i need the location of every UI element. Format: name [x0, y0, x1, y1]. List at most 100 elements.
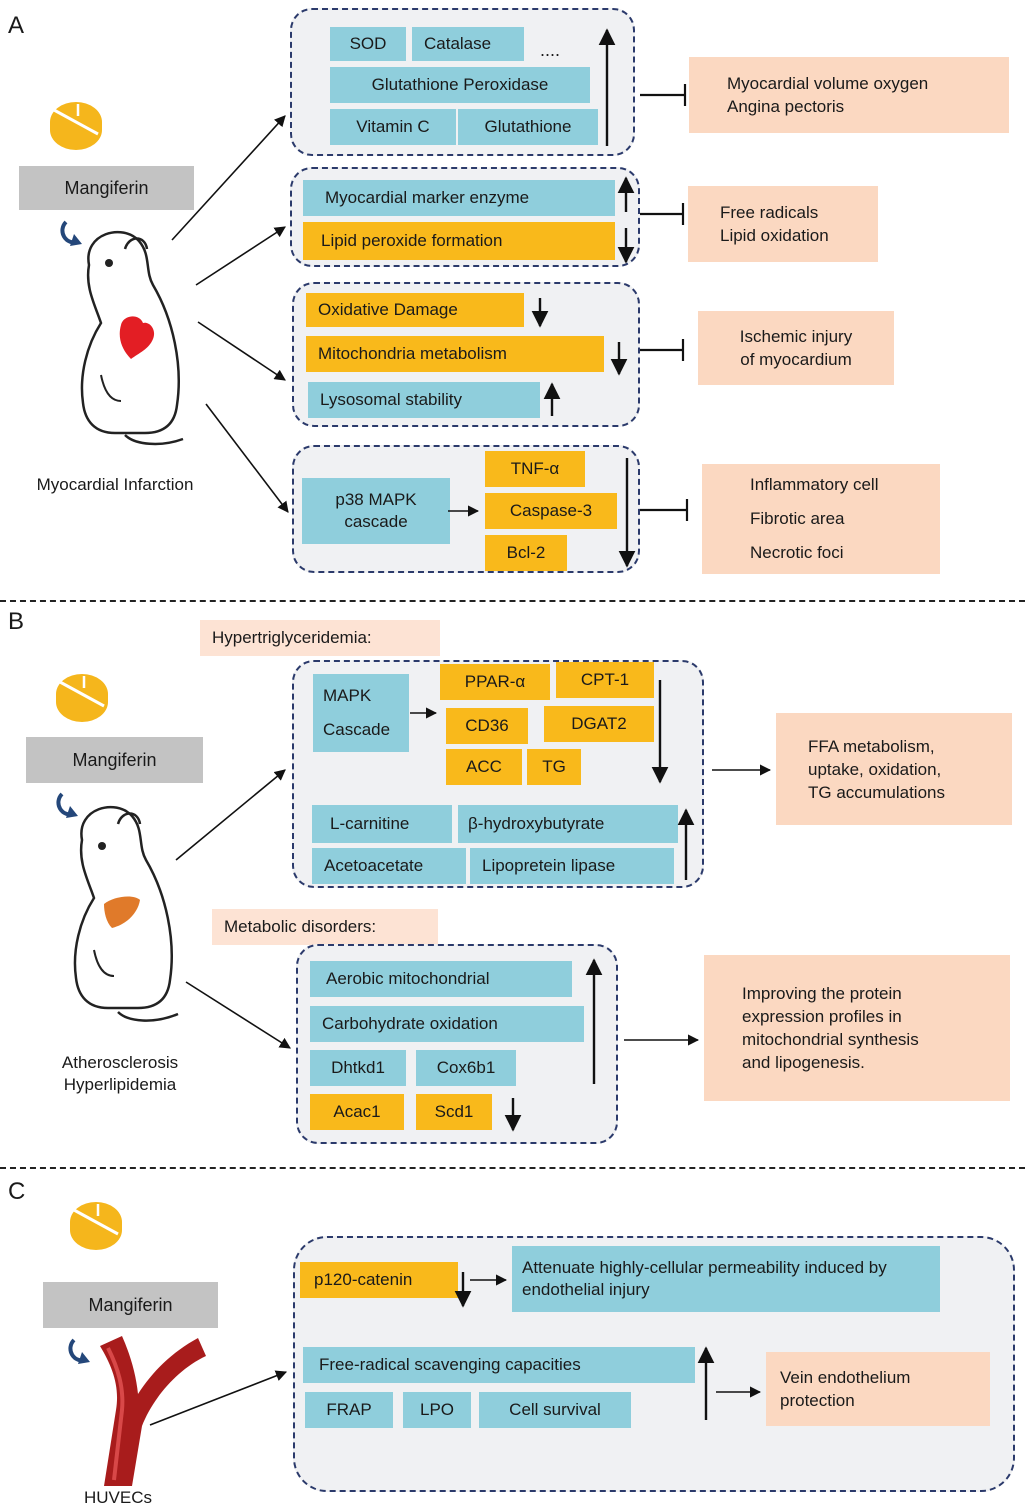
cell-survival-box: Cell survival: [479, 1392, 631, 1428]
arrow-b-to-h2: [185, 981, 291, 1049]
drug-box: Mangiferin: [43, 1282, 218, 1328]
separator-ab: [0, 600, 1025, 602]
outcome-b2-line2: expression profiles in: [742, 1007, 902, 1026]
arrow-a-to-g2: [195, 226, 286, 286]
ellipsis: ....: [540, 40, 561, 60]
outcome-b1: FFA metabolism, uptake, oxidation, TG ac…: [776, 713, 1012, 825]
outcome-b2-line1: Improving the protein: [742, 984, 902, 1003]
pill-icon: [48, 94, 104, 154]
outcome-a3-line2: of myocardium: [740, 350, 852, 369]
caspase-3-box: Caspase-3: [485, 493, 617, 529]
rotate-arrow-icon: [60, 218, 90, 248]
drug-box: Mangiferin: [26, 737, 203, 783]
carbohydrate-oxidation-box: Carbohydrate oxidation: [310, 1006, 584, 1042]
metabolic-disorders-header: Metabolic disorders:: [212, 909, 438, 945]
outcome-a1-line2: Angina pectoris: [727, 97, 845, 116]
p38-line1: p38 MAPK: [335, 490, 417, 509]
bcl-2-box: Bcl-2: [485, 535, 567, 571]
attenuate-line1: Attenuate highly-cellular permeability i…: [522, 1258, 887, 1277]
model-line2: Hyperlipidemia: [63, 1075, 177, 1094]
outcome-b2: Improving the protein expression profile…: [704, 955, 1010, 1101]
model-line1: Atherosclerosis: [61, 1053, 179, 1072]
outcome-a1-line1: Myocardial volume oxygen: [727, 74, 929, 93]
panel-b-label: B: [8, 608, 25, 635]
outcome-a4-line1: Inflammatory cell: [750, 475, 879, 494]
panel-c-label: C: [8, 1178, 26, 1205]
cpt-1-box: CPT-1: [556, 662, 654, 698]
rotate-arrow-icon: [56, 790, 86, 820]
outcome-b2-line3: mitochondrial synthesis: [742, 1030, 919, 1049]
dhtkd1-box: Dhtkd1: [310, 1050, 406, 1086]
lysosomal-stability-box: Lysosomal stability: [308, 382, 540, 418]
arrow-a-to-g4: [205, 403, 289, 513]
model-label: Atherosclerosis Hyperlipidemia: [20, 1052, 220, 1096]
outcome-a4: Inflammatory cell Fibrotic area Necrotic…: [702, 464, 940, 574]
p120-catenin-box: p120-catenin: [300, 1262, 458, 1298]
outcome-b1-line3: TG accumulations: [808, 782, 945, 802]
acetoacetate-box: Acetoacetate: [312, 848, 466, 884]
ppar-alpha-box: PPAR-α: [440, 664, 550, 700]
drug-box: Mangiferin: [19, 166, 194, 210]
outcome-b2-line4: and lipogenesis.: [742, 1053, 865, 1072]
arrow-a-to-g3: [197, 321, 286, 381]
outcome-a1: Myocardial volume oxygen Angina pectoris: [689, 57, 1009, 133]
acac1-box: Acac1: [310, 1094, 404, 1130]
cox6b1-box: Cox6b1: [416, 1050, 516, 1086]
separator-bc: [0, 1167, 1025, 1169]
attenuate-box: Attenuate highly-cellular permeability i…: [512, 1246, 940, 1312]
rotate-arrow-icon: [68, 1336, 98, 1366]
mapk-cascade-box: MAPK Cascade: [313, 674, 409, 752]
tg-box: TG: [527, 749, 581, 785]
mapk-line2: Cascade: [323, 720, 391, 739]
cd36-box: CD36: [446, 708, 528, 744]
outcome-a4-line2: Fibrotic area: [750, 509, 845, 528]
blood-vessel-icon: [56, 1330, 216, 1490]
lipoprotein-lipase-box: Lipopretein lipase: [470, 848, 674, 884]
frap-box: FRAP: [305, 1392, 393, 1428]
mouse-heart-icon: [65, 225, 200, 450]
outcome-a2-line1: Free radicals: [720, 203, 819, 222]
dgat2-box: DGAT2: [544, 706, 654, 742]
p38-line2: cascade: [344, 512, 408, 531]
vitamin-c-box: Vitamin C: [330, 109, 456, 145]
outcome-a4-line3: Necrotic foci: [750, 543, 844, 562]
sod-box: SOD: [330, 27, 406, 61]
outcome-c-line1: Vein endothelium: [780, 1368, 911, 1387]
lipid-peroxide-box: Lipid peroxide formation: [303, 222, 615, 260]
outcome-a2: Free radicals Lipid oxidation: [688, 186, 878, 262]
drug-name: Mangiferin: [88, 1294, 173, 1315]
attenuate-line2: endothelial injury: [522, 1280, 650, 1299]
outcome-b1-line2: uptake, oxidation,: [808, 759, 942, 779]
outcome-b1-line1: FFA metabolism,: [808, 736, 935, 756]
outcome-a2-line2: Lipid oxidation: [720, 226, 829, 245]
drug-name: Mangiferin: [72, 749, 157, 770]
drug-name: Mangiferin: [64, 177, 149, 198]
panel-a-label: A: [8, 12, 25, 39]
pill-icon: [68, 1194, 124, 1254]
glutathione-peroxidase-box: Glutathione Peroxidase: [330, 67, 590, 103]
aerobic-mitochondrial-box: Aerobic mitochondrial: [310, 961, 572, 997]
pill-icon: [54, 666, 110, 726]
arrow-a-to-g1: [171, 115, 286, 241]
outcome-a3-line1: Ischemic injury: [739, 327, 853, 346]
acc-box: ACC: [446, 749, 522, 785]
marker-enzyme-box: Myocardial marker enzyme: [303, 180, 615, 216]
arrow-c-to-frame: [149, 1370, 288, 1426]
hypertriglyceridemia-header: Hypertriglyceridemia:: [200, 620, 440, 656]
outcome-c: Vein endothelium protection: [766, 1352, 990, 1426]
outcome-a3: Ischemic injury of myocardium: [698, 311, 894, 385]
mouse-liver-icon: [58, 800, 193, 1030]
scd1-box: Scd1: [416, 1094, 492, 1130]
outcome-c-line2: protection: [780, 1391, 855, 1410]
free-radical-box: Free-radical scavenging capacities: [303, 1347, 695, 1383]
catalase-box: Catalase: [412, 27, 524, 61]
mitochondria-metabolism-box: Mitochondria metabolism: [306, 336, 604, 372]
p38-mapk-box: p38 MAPK cascade: [302, 478, 450, 544]
l-carnitine-box: L-carnitine: [312, 805, 452, 843]
oxidative-damage-box: Oxidative Damage: [306, 293, 524, 327]
lpo-box: LPO: [403, 1392, 471, 1428]
arrow-b-to-h1: [175, 769, 286, 861]
glutathione-box: Glutathione: [458, 109, 598, 145]
model-label: HUVECs: [83, 1488, 152, 1507]
